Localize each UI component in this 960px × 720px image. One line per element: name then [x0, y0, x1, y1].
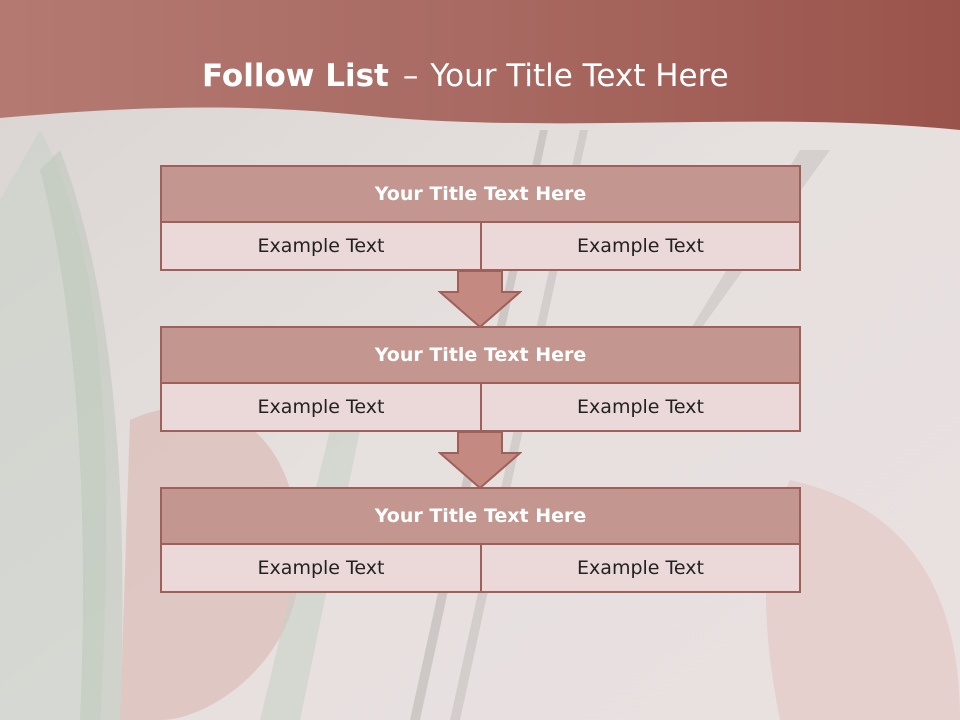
block-3-right-cell: Example Text	[480, 543, 801, 593]
block-1-right-cell: Example Text	[480, 221, 801, 271]
slide-title-separator: –	[402, 58, 419, 94]
down-arrow-1	[438, 270, 522, 328]
slide-title: Follow List–Your Title Text Here	[202, 54, 729, 98]
block-2-left-cell: Example Text	[160, 382, 482, 432]
block-3-left-cell: Example Text	[160, 543, 482, 593]
down-arrow-2	[438, 431, 522, 489]
slide-title-rest: Your Title Text Here	[430, 58, 729, 94]
block-2-title: Your Title Text Here	[160, 326, 801, 384]
block-1-left-cell: Example Text	[160, 221, 482, 271]
block-1-title: Your Title Text Here	[160, 165, 801, 223]
block-3-title: Your Title Text Here	[160, 487, 801, 545]
block-2-right-cell: Example Text	[480, 382, 801, 432]
slide-title-bold: Follow List	[202, 58, 389, 94]
